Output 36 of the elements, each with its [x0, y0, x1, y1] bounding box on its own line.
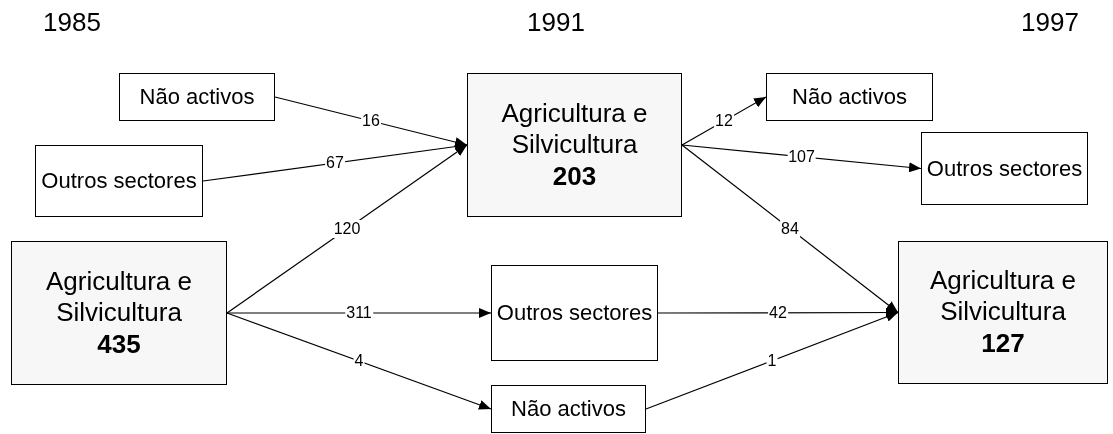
arrow [226, 144, 468, 314]
year-heading: 1991 [527, 7, 585, 37]
box-text: Não activos [139, 84, 255, 110]
box-text: Agricultura e Silvicultura [500, 97, 649, 160]
arrow [681, 144, 922, 173]
arrow [274, 96, 468, 147]
sector-box [898, 241, 1108, 384]
arrow [226, 312, 492, 410]
year-heading: 1997 [1021, 7, 1079, 37]
category-box [491, 265, 658, 361]
box-text: Agricultura e Silvicultura [45, 265, 193, 328]
arrow [226, 308, 492, 318]
box-text: Não activos [792, 84, 907, 110]
box-text: Outros sectores [926, 155, 1083, 182]
box-text: Agricultura e Silvicultura [929, 265, 1077, 327]
box-text: Outros sectores [41, 168, 197, 194]
box-text: Não activos [511, 396, 626, 422]
arrow [681, 96, 767, 146]
box-text: Outros sectores [496, 300, 653, 326]
count-value: 435 [97, 327, 141, 361]
category-box [491, 385, 646, 433]
arrow [645, 311, 899, 410]
edge-label: 120 [332, 220, 362, 238]
edge-label: 84 [780, 219, 800, 238]
category-box [119, 73, 275, 121]
category-box [766, 73, 933, 121]
arrow [202, 141, 468, 182]
count-value: 127 [981, 327, 1025, 360]
count-value: 203 [552, 159, 597, 193]
sector-box [467, 73, 682, 217]
year-heading: 1985 [43, 7, 101, 37]
category-box [35, 145, 203, 217]
arrow [681, 144, 899, 314]
category-box [921, 132, 1088, 205]
edge-label: 12 [714, 112, 734, 130]
sector-box [11, 241, 227, 385]
